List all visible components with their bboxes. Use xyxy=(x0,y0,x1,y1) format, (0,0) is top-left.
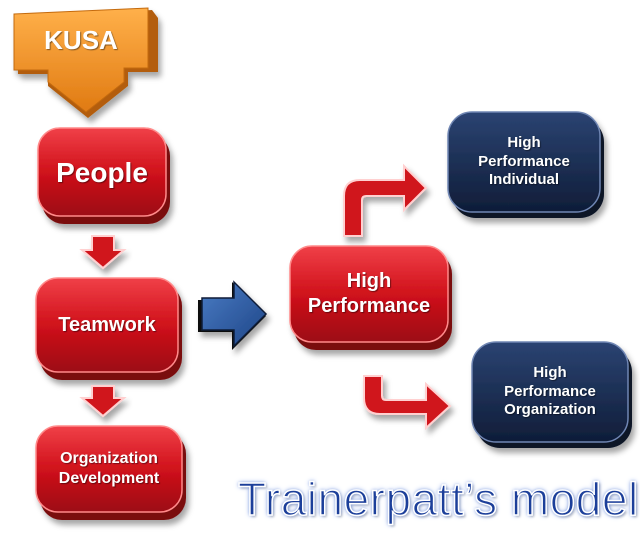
org-development-box xyxy=(35,425,186,520)
kusa-arrow xyxy=(13,7,158,118)
down-arrow-1 xyxy=(79,235,127,270)
teamwork-box xyxy=(35,277,182,380)
teamwork-label: Teamwork xyxy=(58,313,156,336)
org-development-label: Organization Development xyxy=(58,450,160,487)
hp-individual-box xyxy=(447,111,604,218)
down-arrow-2 xyxy=(79,385,127,418)
kusa-label: KUSA xyxy=(44,24,118,55)
blue-right-arrow xyxy=(198,280,268,350)
curved-arrow-down xyxy=(363,375,452,431)
hp-organization-box xyxy=(471,341,632,448)
hp-individual-label: High Performance Individual xyxy=(478,133,570,189)
curved-arrow-up xyxy=(343,163,428,237)
high-performance-label: High Performance xyxy=(307,270,431,317)
model-title: Trainerpatt’s model xyxy=(237,472,639,526)
high-performance-box xyxy=(289,245,452,350)
people-box xyxy=(37,127,170,224)
hp-organization-label: High Performance Organization xyxy=(504,363,596,419)
people-label: People xyxy=(56,156,148,188)
